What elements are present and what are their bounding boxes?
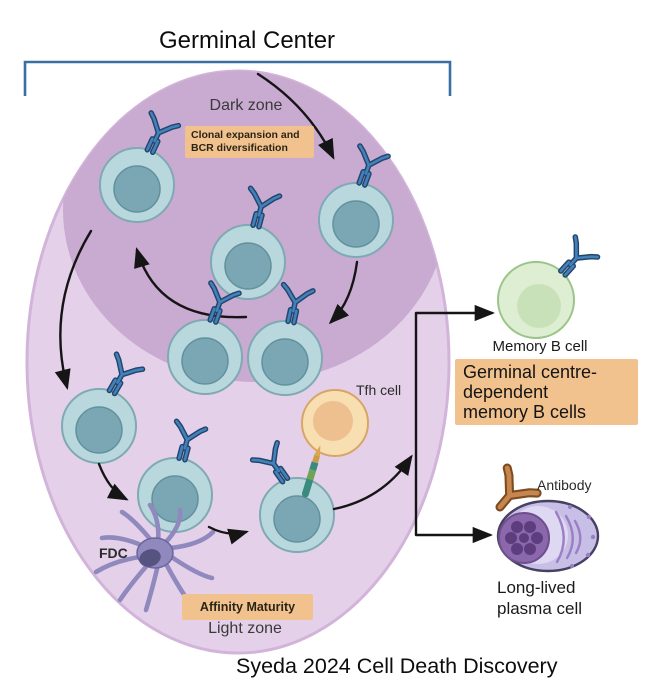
citation: Syeda 2024 Cell Death Discovery (236, 654, 558, 678)
arrow-into-dark-zone (256, 72, 335, 160)
dark-zone-ellipse (63, 71, 447, 382)
arrow-exit-gc (332, 454, 413, 511)
memory-b-cell (497, 261, 575, 339)
antibody-icon (495, 463, 542, 512)
gc-dependent-memory-callout: Germinal centre- dependent memory B cell… (455, 359, 638, 425)
er-dots (568, 505, 596, 568)
tcr-synapse-connector (301, 445, 321, 498)
b-cell (247, 320, 323, 396)
germinal-center-bracket (23, 60, 452, 96)
arrow-to-light-zone (54, 229, 93, 390)
clonal-expansion-callout: Clonal expansion and BCR diversification (185, 126, 314, 158)
nucleus-chromatin (505, 521, 543, 555)
b-cell (167, 319, 243, 395)
b-cell (137, 457, 213, 533)
fdc-cell (93, 502, 216, 613)
plasma-cell-label: Long-lived plasma cell (497, 578, 583, 618)
b-cell (318, 182, 394, 258)
plasma-cell (496, 499, 600, 573)
fdc-label: FDC (99, 545, 128, 561)
arrow-light-zone-2 (207, 525, 249, 545)
arrow-light-zone-1 (97, 462, 129, 501)
page-title: Germinal Center (158, 27, 336, 54)
antibody-label: Antibody (537, 477, 592, 493)
dark-zone-label: Dark zone (209, 97, 283, 114)
b-cell (99, 147, 175, 223)
affinity-maturity-callout: Affinity Maturity (182, 594, 313, 620)
memory-b-cell-label: Memory B cell (492, 338, 588, 355)
tfh-cell-label: Tfh cell (356, 382, 402, 398)
arrow-dark-zone-recycle (134, 247, 248, 319)
b-cell (259, 477, 335, 553)
b-cell (61, 388, 137, 464)
arrow-dark-zone-right (328, 260, 359, 325)
light-zone-label: Light zone (208, 620, 282, 637)
tfh-cell (301, 389, 369, 457)
b-cell (210, 224, 286, 300)
